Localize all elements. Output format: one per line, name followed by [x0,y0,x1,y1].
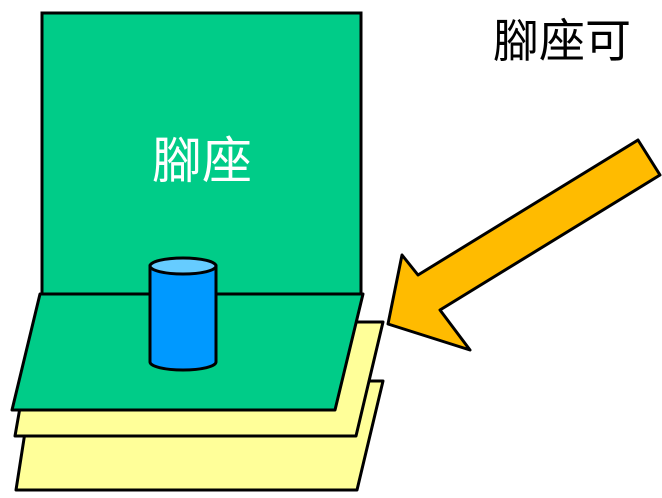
pin-top [148,256,218,276]
pin-cylinder [148,256,218,372]
pin-body [148,264,218,372]
pointer-arrow [386,138,662,352]
socket-label: 腳座 [152,132,252,190]
caption-text: 腳座可 [493,14,631,68]
socket-back-panel [40,11,363,296]
